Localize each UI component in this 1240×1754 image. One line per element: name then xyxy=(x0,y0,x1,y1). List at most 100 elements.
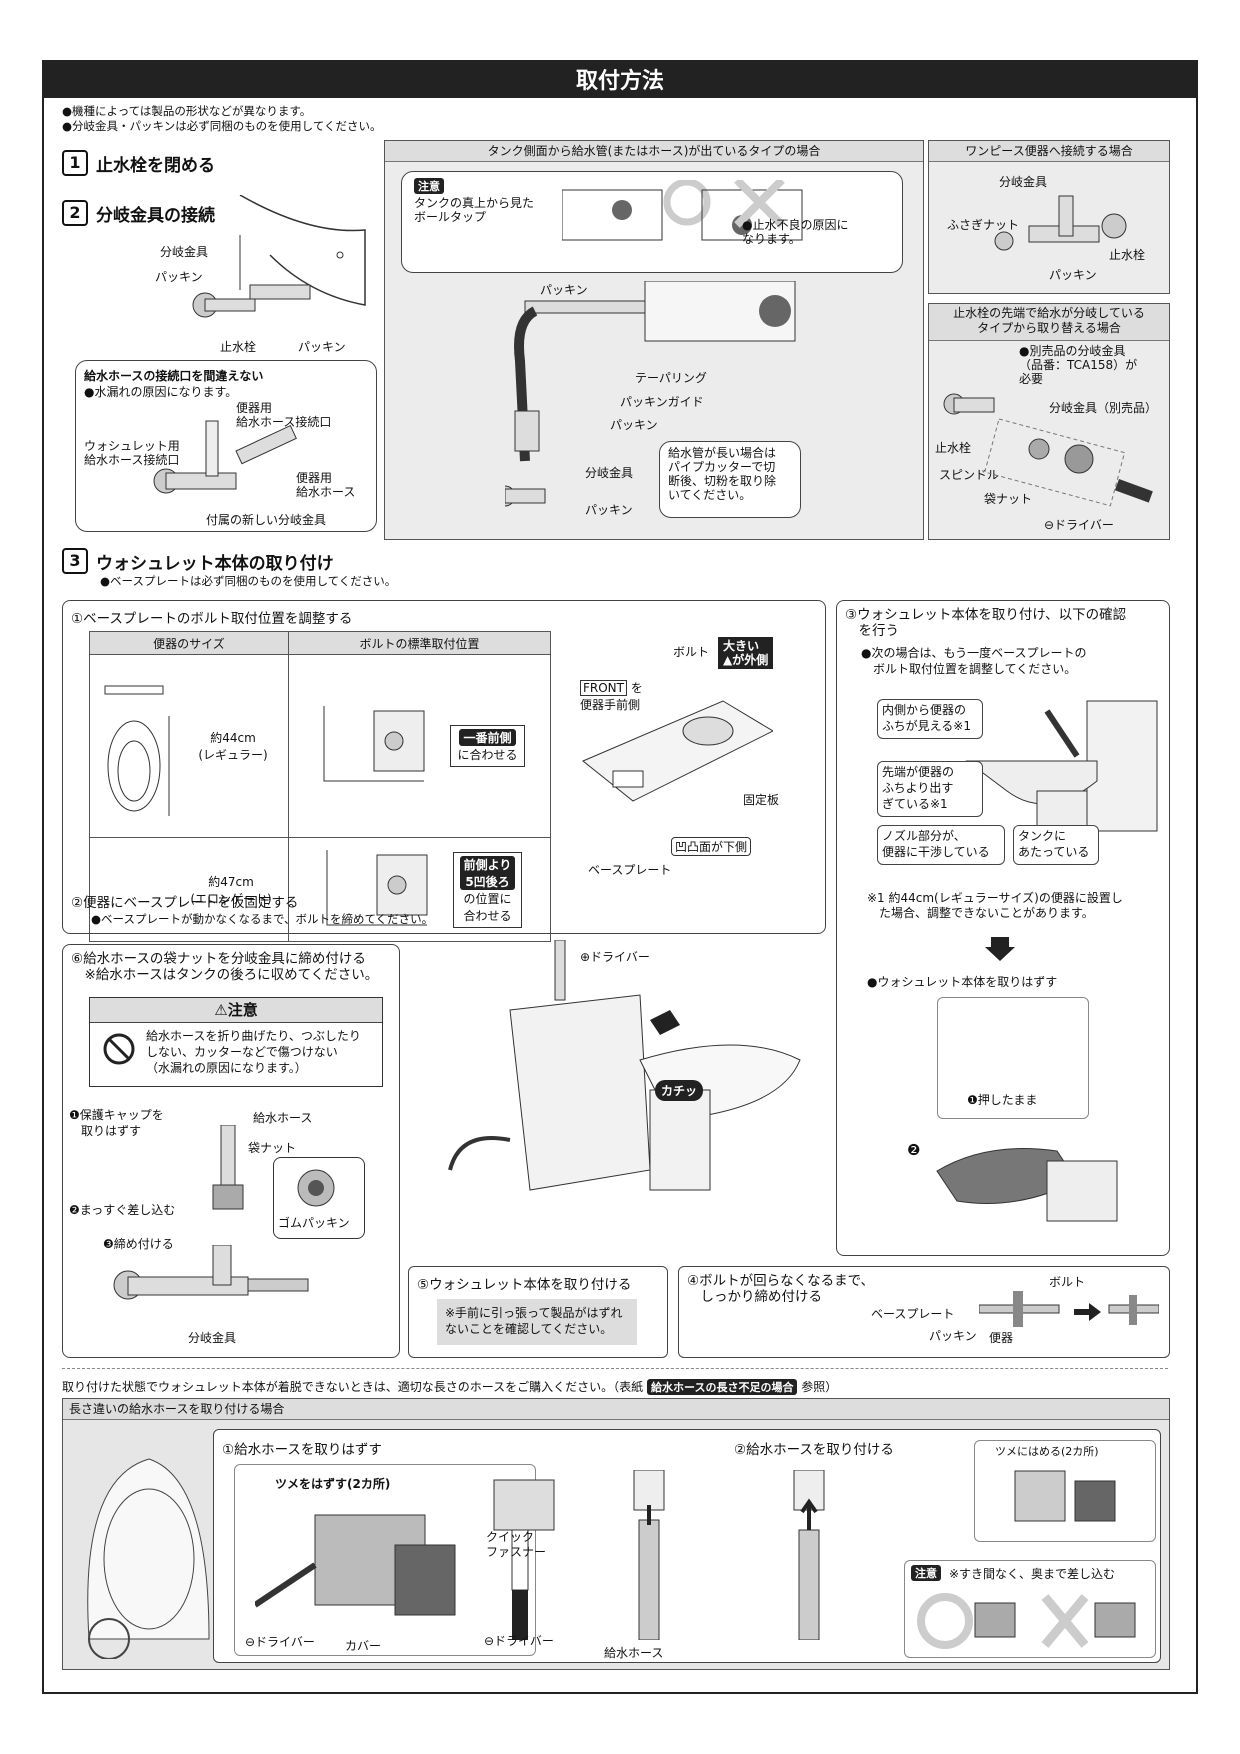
step3-number: 3 xyxy=(62,548,88,574)
position-tail: の位置に 合わせる xyxy=(463,891,512,923)
baseplate-illustration xyxy=(582,700,773,802)
position-highlight: 前側より 5凹後ろ xyxy=(459,855,516,890)
col-header-position: ボルトの標準取付位置 xyxy=(288,631,551,655)
long-pipe-text: 給水管が長い場合は パイプカッターで切 断後、切粉を取り除 いてください。 xyxy=(668,446,777,502)
check-item: 先端が便器の ふちより出す ぎている※1 xyxy=(877,761,983,817)
warning-text: ●水漏れの原因になります。 xyxy=(84,385,238,399)
dashed-divider xyxy=(62,1368,1168,1369)
label-packing: パッキン xyxy=(298,340,346,354)
label-packing: パッキン xyxy=(929,1329,977,1343)
attach-title: ②給水ホースを取り付ける xyxy=(734,1442,894,1458)
check-item: タンクに あたっている xyxy=(1013,825,1099,865)
ng-text: ●止水不良の原因に なります。 xyxy=(742,218,849,246)
panel-header: 長さ違いの給水ホースを取り付ける場合 xyxy=(63,1399,1169,1420)
label-baseplate: ベースプレート xyxy=(871,1307,955,1321)
check-text: ノズル部分が、 便器に干渉している xyxy=(882,829,990,859)
hose-nut-illustration xyxy=(212,1125,244,1210)
long-hose-panel: 長さ違いの給水ホースを取り付ける場合 ①給水ホースを取りはずす ツメをはずす(2… xyxy=(62,1398,1170,1670)
label-packing: パッキン xyxy=(585,503,633,517)
size-regular: 約44cm (レギュラー) xyxy=(198,731,268,762)
label-plus-driver: ⊕ドライバー xyxy=(580,950,650,964)
hose-insert-illustration xyxy=(793,1470,825,1640)
size-cell: 約44cm (レギュラー) xyxy=(89,654,289,838)
tsume-attach-detail: ツメにはめる(2カ所) xyxy=(974,1440,1156,1542)
bolt-position-illustration xyxy=(323,706,425,782)
check-text: タンクに あたっている xyxy=(1018,829,1090,859)
label-shisui: 止水栓 xyxy=(220,340,257,354)
hose-length-note: 取り付けた状態でウォシュレット本体が着脱できないときは、適切な長さのホースをご購… xyxy=(62,1378,837,1395)
sub4-title: ④ボルトが回らなくなるまで、 しっかり締め付ける xyxy=(687,1273,875,1305)
remove-title: ①給水ホースを取りはずす xyxy=(222,1442,382,1458)
baseplate-panel: ①ベースプレートのボルト取付位置を調整する 便器のサイズ ボルトの標準取付位置 … xyxy=(62,600,826,942)
tsume-attach-label: ツメにはめる(2カ所) xyxy=(995,1445,1099,1458)
label-fukuro-nut: 袋ナット xyxy=(248,1141,297,1155)
sub3-text: ●次の場合は、もう一度ベースプレートの ボルト取付位置を調整してください。 xyxy=(861,646,1087,676)
label-spindle: スピンドル xyxy=(939,468,1000,482)
step2-label: 分岐金具の接続 xyxy=(96,205,215,226)
label-fukuro-nut: 袋ナット xyxy=(984,492,1033,506)
intro-line: ●分岐金具・パッキンは必ず同梱のものを使用してください。 xyxy=(62,119,382,133)
toilet-install-illustration xyxy=(448,940,801,1191)
sub2-text: ●ベースプレートが動かなくなるまで、ボルトを締めてください。 xyxy=(91,912,434,926)
step3-label: ウォシュレット本体の取り付け xyxy=(96,553,334,574)
label-shisui: 止水栓 xyxy=(1109,248,1146,262)
bunki-tighten-illustration xyxy=(113,1245,309,1300)
position-tail: に合わせる xyxy=(457,748,518,762)
sub3-title: ③ウォシュレット本体を取り付け、以下の確認 を行う xyxy=(845,607,1127,639)
label-hose: 給水ホース xyxy=(604,1646,664,1660)
sub5-note-box: ※手前に引っ張って製品がはずれ ないことを確認してください。 xyxy=(437,1299,637,1345)
caution-text: 給水ホースを折り曲げたり、つぶしたり しない、カッターなどで傷つけない （水漏れ… xyxy=(146,1029,361,1075)
step2-illustration xyxy=(192,195,366,318)
label-benki: 便器 xyxy=(989,1331,1014,1345)
step3-heading: 3 ウォシュレット本体の取り付け xyxy=(62,548,334,574)
arrow-down-icon xyxy=(985,937,1015,961)
caution-text: ※すき間なく、奥まで差し込む xyxy=(949,1567,1116,1581)
check-item: 内側から便器の ふちが見える※1 xyxy=(877,699,983,739)
hose-replace-box: ①給水ホースを取りはずす ツメをはずす(2カ所) ⊖ドライバー カバー クイック… xyxy=(213,1429,1161,1663)
size-elongate: 約47cm (エロンゲート) xyxy=(190,874,272,906)
tank-side-panel: タンク側面から給水管(またはホース)が出ているタイプの場合 注意 タンクの真上か… xyxy=(384,140,924,540)
label-bolt: ボルト xyxy=(1049,1275,1086,1289)
step2-number: 2 xyxy=(62,200,88,226)
front-tail: を 便器手前側 xyxy=(580,681,643,712)
warning-title: 給水ホースの接続口を間違えない xyxy=(84,369,264,383)
step3-sub: ●ベースプレートは必ず同梱のものを使用してください。 xyxy=(100,574,397,588)
note-pre: 取り付けた状態でウォシュレット本体が着脱できないときは、適切な長さのホースをご購… xyxy=(62,1380,644,1394)
tighten-bolt-panel: ④ボルトが回らなくなるまで、 しっかり締め付ける ボルト ベースプレート パッキ… xyxy=(678,1266,1170,1358)
note-post: 参照） xyxy=(801,1380,838,1394)
label-shisui: 止水栓 xyxy=(935,441,972,455)
label-gum-packing: ゴムパッキン xyxy=(278,1216,350,1230)
label-bunki: 分岐金具 xyxy=(585,466,634,480)
label-benki-hose: 便器用 給水ホース xyxy=(296,471,356,499)
sub5-title: ⑤ウォシュレット本体を取り付ける xyxy=(417,1277,632,1293)
gum-packing-detail: ゴムパッキン xyxy=(273,1157,365,1239)
sub2-title: ②便器にベースプレートを仮固定する xyxy=(71,895,299,911)
label-new-bunki: 付属の新しい分岐金具 xyxy=(206,513,327,527)
check-panel: ③ウォシュレット本体を取り付け、以下の確認 を行う ●次の場合は、もう一度ベース… xyxy=(836,600,1170,1256)
tsume-attach-illustration xyxy=(1014,1470,1116,1522)
caution-badge: 注意 xyxy=(911,1565,941,1581)
label-bunki: 分岐金具 xyxy=(160,245,209,259)
caution-box: ⚠注意 給水ホースを折り曲げたり、つぶしたり しない、カッターなどで傷つけない … xyxy=(89,997,383,1087)
label-bunki-sold-separately: 分岐金具（別売品） xyxy=(1049,401,1158,415)
step1-number: 1 xyxy=(62,150,88,176)
label-taper-ring: テーパリング xyxy=(635,371,707,385)
step1-label: 止水栓を閉める xyxy=(96,155,215,176)
panel-header: タンク側面から給水管(またはホース)が出ているタイプの場合 xyxy=(385,141,923,162)
label-hose: 給水ホース xyxy=(253,1111,313,1125)
insert-ok-ng-illustration xyxy=(917,1593,1136,1649)
caution-text: タンクの真上から見た ボールタップ xyxy=(414,196,535,224)
step1-heading: 1 止水栓を閉める xyxy=(62,150,215,176)
replace-illustration xyxy=(943,393,1153,507)
hose-port-warning: 給水ホースの接続口を間違えない ●水漏れの原因になります。 便器用 給水ホース接… xyxy=(75,360,377,532)
attach-body-panel: ⑤ウォシュレット本体を取り付ける ※手前に引っ張って製品がはずれ ないことを確認… xyxy=(408,1266,668,1358)
caution-header: ⚠注意 xyxy=(90,998,382,1023)
intro-line: ●機種によっては製品の形状などが異なります。 xyxy=(62,104,312,118)
panel-header: ワンピース便器へ接続する場合 xyxy=(929,141,1169,162)
label-packing: パッキン xyxy=(155,270,203,284)
footnote: ※1 約44cm(レギュラーサイズ)の便器に設置し た場合、調整できないことがあ… xyxy=(867,891,1123,920)
bolt-position-illustration xyxy=(326,849,428,925)
sub6-title: ⑥給水ホースの袋ナットを分岐金具に締め付ける ※給水ホースはタンクの後ろに収めて… xyxy=(71,951,379,983)
remove-text: ●ウォシュレット本体を取りはずす xyxy=(867,975,1058,989)
ball-tap-comparison xyxy=(562,180,803,241)
